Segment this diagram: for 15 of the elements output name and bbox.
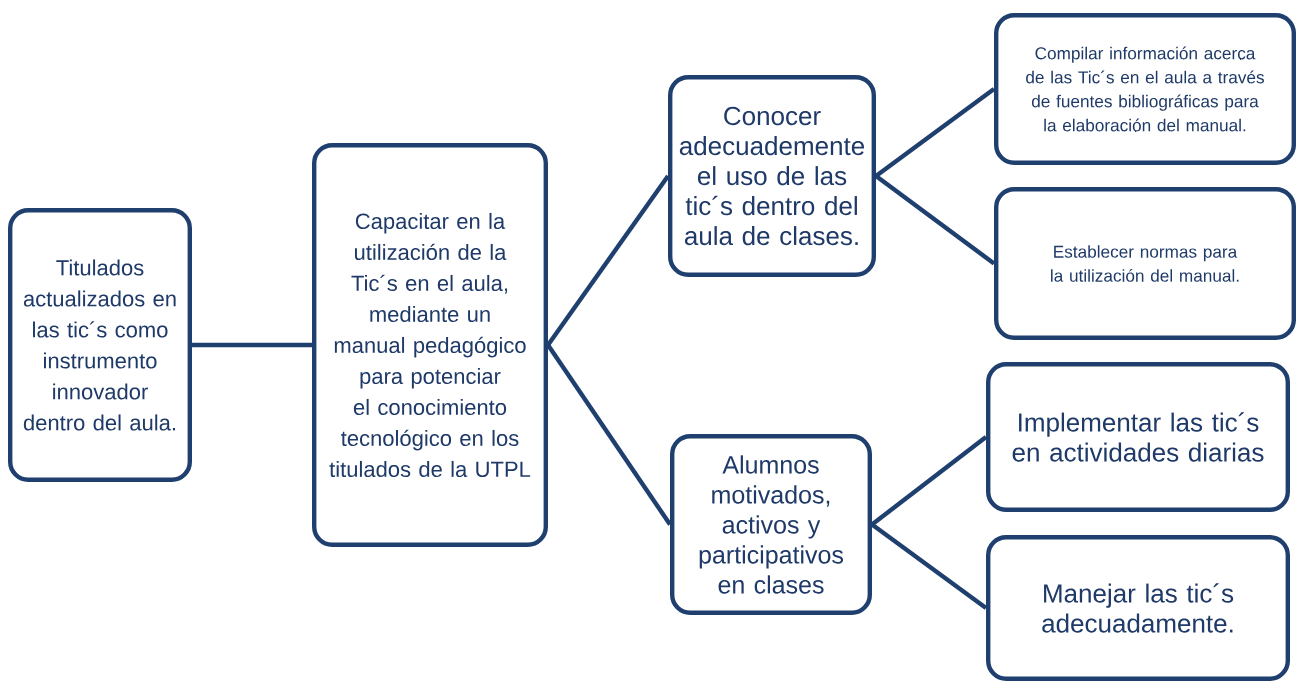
connector-line bbox=[870, 435, 988, 527]
connector-line bbox=[546, 174, 670, 347]
connector-line bbox=[546, 343, 672, 526]
text-box: Titulados actualizados en las tic´s como instrumento innovador dentro del aula. bbox=[8, 208, 192, 482]
connector-line bbox=[870, 522, 988, 610]
text-box: Capacitar en la utilización de la Tic´s en el aula, mediante un manual pedagógico para potenciar el conocimiento tecnológico en los titulados de la UTPL bbox=[312, 143, 548, 547]
connector-line bbox=[192, 342, 312, 348]
text-box: Implementar las tic´s en actividades diarias bbox=[986, 362, 1290, 512]
text-box: Establecer normas para la utilización del manual. bbox=[994, 187, 1296, 340]
text-box: Compilar información acerca de las Tic´s en el aula a través de fuentes bibliográficas para la elaboración del manual. bbox=[994, 13, 1296, 165]
text-box: Alumnos motivados, activos y participativos en clases bbox=[670, 434, 872, 615]
connector-line bbox=[874, 174, 996, 266]
connector-line bbox=[874, 87, 996, 178]
text-box: Manejar las tic´s adecuadamente. bbox=[986, 535, 1290, 681]
text-box: Conocer adecuademente el uso de las tic´s dentro del aula de clases. bbox=[668, 75, 876, 277]
